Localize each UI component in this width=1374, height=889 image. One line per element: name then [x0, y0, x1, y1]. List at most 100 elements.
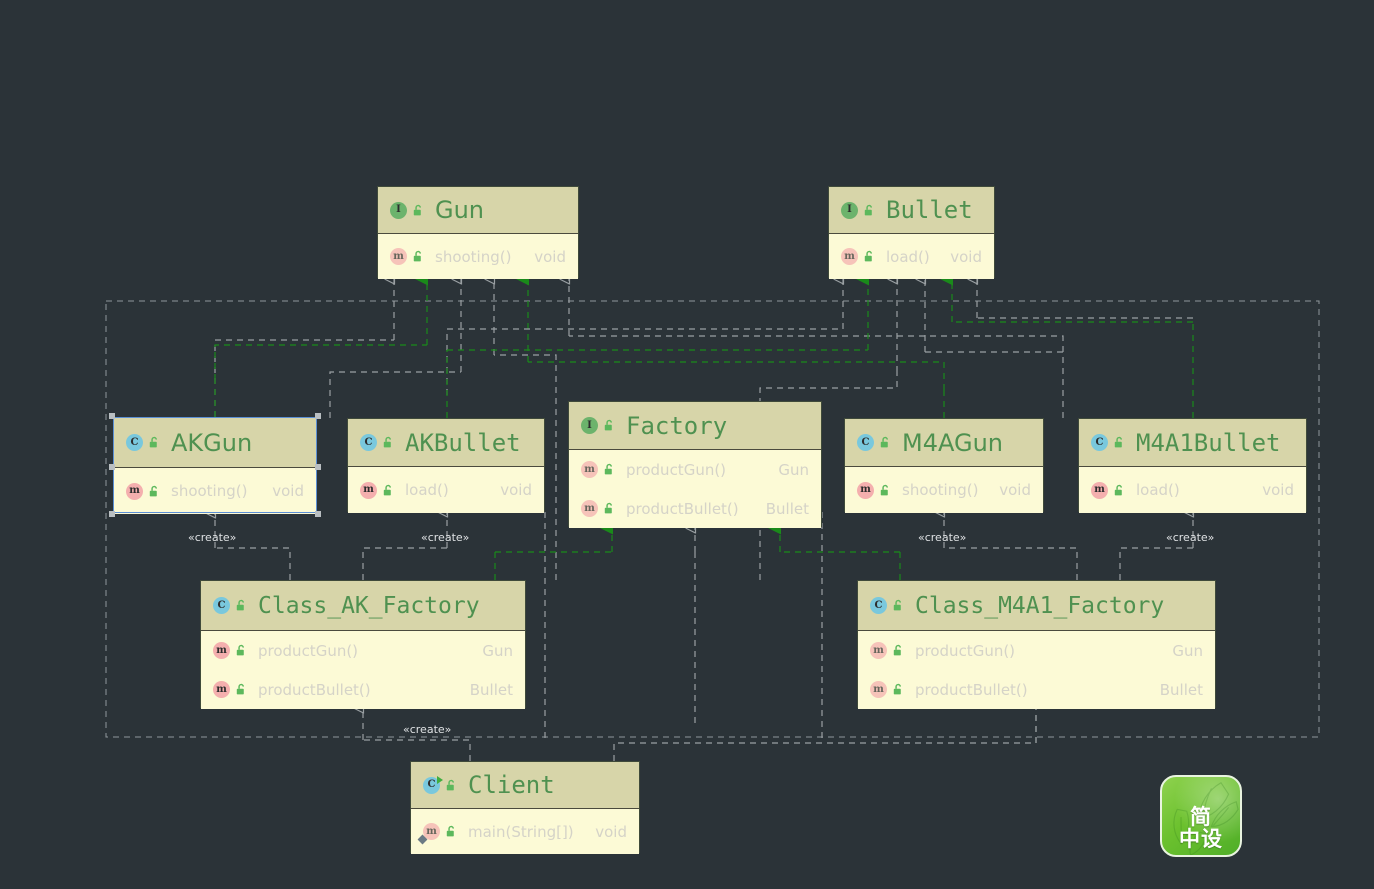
member-name: main(String[]): [468, 822, 574, 841]
selection-handle[interactable]: [315, 511, 321, 517]
selection-handle[interactable]: [315, 464, 321, 470]
class-node-header-class_m4a1_factory[interactable]: C Class_M4A1_Factory: [858, 581, 1215, 631]
create-stereotype-label: «create»: [188, 531, 237, 544]
unlock-icon: [236, 683, 245, 695]
class-node-header-akbullet[interactable]: C AKBullet: [348, 419, 544, 467]
unlock-icon: [236, 599, 245, 611]
unlock-icon: [149, 485, 158, 496]
member-return-type: Bullet: [1159, 680, 1203, 699]
method-icon: m: [870, 642, 887, 659]
unlock-icon: [864, 204, 873, 215]
class-node-header-client[interactable]: C Client: [411, 762, 639, 809]
class-node-title: Class_M4A1_Factory: [915, 592, 1165, 619]
unlock-icon: [413, 204, 422, 215]
interface-icon: I: [581, 417, 598, 434]
unlock-icon: [446, 779, 455, 790]
unlock-icon: [880, 484, 889, 495]
member-name: productGun(): [258, 641, 359, 660]
member-return-type: void: [500, 481, 532, 499]
member-name: productGun(): [626, 460, 727, 479]
member-return-type: Bullet: [765, 499, 809, 518]
class-runnable-icon: C: [423, 775, 443, 794]
unlock-icon: [604, 502, 613, 514]
unlock-icon: [149, 436, 158, 448]
create-stereotype-label: «create»: [918, 531, 967, 544]
method-icon: m: [581, 461, 598, 478]
unlock-icon: [1114, 484, 1123, 495]
method-icon: m: [213, 642, 230, 659]
interface-icon: I: [390, 201, 407, 219]
unlock-icon: [446, 825, 455, 837]
selection-handle[interactable]: [315, 413, 321, 419]
class-icon: C: [360, 434, 377, 451]
create-stereotype-label: «create»: [1166, 531, 1215, 544]
member-return-type: void: [595, 822, 627, 841]
logo-line-1: 简: [1190, 805, 1212, 829]
class-node-client[interactable]: C Client m main(String[]) void: [410, 761, 640, 854]
class-node-title: M4A1Bullet: [1136, 428, 1281, 457]
member-return-type: Bullet: [469, 680, 513, 699]
member-return-type: void: [1262, 481, 1294, 499]
class-icon: C: [870, 597, 887, 614]
unlock-icon: [893, 644, 902, 656]
unlock-icon: [893, 683, 902, 695]
selection-handle[interactable]: [109, 413, 115, 419]
selection-handle[interactable]: [109, 464, 115, 470]
method-static-icon: m: [417, 823, 440, 845]
selection-handle[interactable]: [109, 511, 115, 517]
create-stereotype-label: «create»: [421, 531, 470, 544]
member-return-type: void: [999, 481, 1031, 499]
class-member-row[interactable]: m main(String[]) void: [411, 809, 639, 854]
member-name: productGun(): [915, 641, 1016, 660]
method-icon: m: [870, 681, 887, 698]
method-icon: m: [1091, 481, 1108, 499]
method-icon: m: [360, 481, 377, 499]
class-node-title: Client: [468, 771, 555, 799]
interface-icon: I: [841, 201, 858, 219]
member-return-type: void: [534, 247, 566, 266]
member-return-type: void: [272, 482, 304, 500]
watermark-logo: 简 中设: [1160, 775, 1242, 857]
run-marker-icon: [437, 775, 443, 784]
class-icon: C: [126, 434, 143, 451]
unlock-icon: [880, 436, 889, 448]
method-icon: m: [841, 248, 858, 265]
class-icon: C: [213, 597, 230, 614]
member-name: shooting(): [171, 482, 248, 500]
logo-line-2: 中设: [1179, 827, 1223, 851]
class-node-title: AKBullet: [405, 428, 521, 457]
unlock-icon: [893, 599, 902, 611]
unlock-icon: [604, 463, 613, 475]
method-icon: m: [213, 681, 230, 698]
create-stereotype-label: «create»: [403, 723, 452, 736]
